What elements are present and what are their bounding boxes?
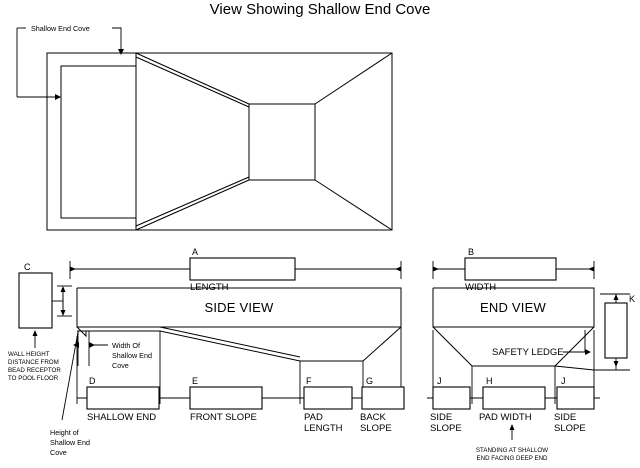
perspective-cove-callout-label: Shallow End Cove	[31, 24, 90, 33]
end-view-label: END VIEW	[480, 300, 546, 315]
wall-height-note-line-2: DISTANCE FROM	[8, 359, 59, 366]
perspective-line-bottom-left	[135, 179, 250, 231]
length-dim-arrow-left	[70, 266, 76, 272]
depth-ext-bottom-lead	[554, 365, 595, 371]
safety-ledge-arrow	[585, 349, 591, 355]
cove-height-note-line-1: Height of	[50, 428, 79, 437]
cove-width-note-line-1: Width Of	[112, 341, 140, 350]
side-view-group: A LENGTH SIDE VIEW C	[8, 247, 405, 457]
cove-width-note-line-3: Cove	[112, 361, 129, 370]
pad-length-key-label: F	[306, 376, 312, 386]
wall-height-arrow-down	[60, 310, 66, 316]
pad-length-label-line-2: LENGTH	[304, 423, 343, 434]
cove-width-note-line-2: Shallow End	[112, 351, 152, 360]
side-slope-right-label-line-1: SIDE	[554, 412, 576, 423]
pad-width-key-label: H	[486, 376, 493, 386]
depth-key-label: K	[629, 294, 635, 304]
length-dim-arrow-right	[395, 266, 401, 272]
front-slope-value-box[interactable]	[189, 386, 263, 410]
wall-height-note-arrow	[32, 330, 38, 336]
orientation-note-arrow	[509, 424, 515, 430]
perspective-outer-rect	[46, 52, 393, 231]
cove-callout-arrow-down	[118, 49, 124, 55]
shallow-end-label: SHALLOW END	[87, 412, 156, 423]
end-view-group: B WIDTH END VIEW SAFETY LEDGE K	[427, 247, 635, 462]
back-slope-label-line-1: BACK	[360, 412, 387, 423]
wall-height-note-line-4: TO POOL FLOOR	[8, 375, 59, 382]
width-value-box[interactable]	[464, 257, 557, 281]
pad-width-value-box[interactable]	[482, 386, 546, 410]
wall-height-key-label: C	[24, 262, 31, 272]
back-slope-key-label: G	[366, 376, 373, 386]
back-slope-value-box[interactable]	[361, 386, 405, 410]
perspective-cove-rect	[60, 65, 137, 219]
perspective-line-top-left	[135, 52, 250, 105]
width-dim-arrow-right	[588, 266, 594, 272]
perspective-line-bottom-right	[314, 179, 393, 231]
pad-width-label: PAD WIDTH	[479, 412, 532, 423]
wall-height-note-line-3: BEAD RECEPTOR	[8, 367, 61, 374]
end-view-floor-profile	[432, 326, 595, 367]
cove-height-note-line-2: Shallow End	[50, 438, 90, 447]
wall-height-value-box[interactable]	[18, 272, 53, 329]
side-view-label: SIDE VIEW	[205, 300, 275, 315]
perspective-far-wall-rect	[248, 103, 316, 181]
front-slope-label: FRONT SLOPE	[190, 412, 257, 423]
depth-value-box[interactable]	[604, 302, 628, 359]
page-title: View Showing Shallow End Cove	[210, 1, 431, 18]
perspective-view: Shallow End Cove	[16, 24, 393, 231]
back-slope-label-line-2: SLOPE	[360, 423, 392, 434]
cove-height-note-line-3: Cove	[50, 448, 67, 457]
side-slope-left-label-line-2: SLOPE	[430, 423, 462, 434]
perspective-floor-fold-bottom	[135, 176, 250, 227]
cove-callout-arrow-right	[55, 94, 61, 100]
orientation-note-line-2: END FACING DEEP END	[476, 455, 548, 462]
wall-height-note-line-1: WALL HEIGHT	[8, 351, 50, 358]
depth-arrow-down	[613, 361, 619, 367]
length-value-box[interactable]	[189, 257, 296, 281]
perspective-floor-fold-top	[135, 56, 250, 108]
width-key-label: B	[468, 247, 474, 257]
side-slope-left-label-line-1: SIDE	[430, 412, 452, 423]
cove-callout-right-stem	[112, 27, 122, 53]
cove-height-leader	[61, 331, 79, 421]
depth-arrow-up	[613, 294, 619, 300]
wall-height-arrow-up	[60, 286, 66, 292]
length-key-label: A	[192, 247, 198, 257]
shallow-end-key-label: D	[89, 376, 96, 386]
side-view-slope-break	[159, 326, 301, 358]
pad-length-value-box[interactable]	[303, 386, 353, 410]
side-slope-right-value-box[interactable]	[556, 386, 595, 410]
side-slope-right-key-label: J	[561, 376, 566, 386]
perspective-line-top-right	[314, 52, 393, 105]
side-slope-right-label-line-2: SLOPE	[554, 423, 586, 434]
width-dim-arrow-left	[433, 266, 439, 272]
side-view-cove-detail	[76, 326, 87, 338]
safety-ledge-label: SAFETY LEDGE	[492, 347, 564, 358]
orientation-note-line-1: STANDING AT SHALLOW	[476, 447, 548, 454]
side-slope-left-key-label: J	[437, 376, 442, 386]
shallow-end-value-box[interactable]	[86, 386, 160, 410]
front-slope-key-label: E	[192, 376, 198, 386]
side-slope-left-value-box[interactable]	[432, 386, 471, 410]
cove-width-arrow-left	[73, 342, 79, 348]
pad-length-label-line-1: PAD	[304, 412, 323, 423]
